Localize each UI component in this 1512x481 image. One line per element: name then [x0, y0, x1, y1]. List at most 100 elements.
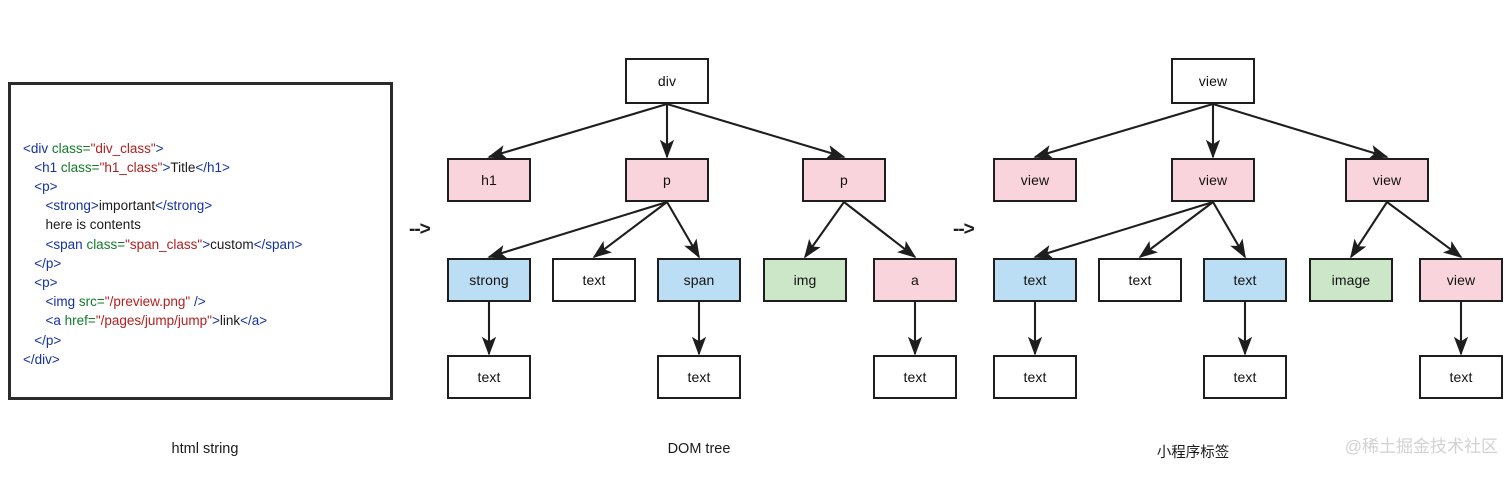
- mp-node-image: image: [1309, 258, 1393, 302]
- code-line: <span class="span_class">custom</span>: [23, 235, 303, 254]
- code-token-value: "/preview.png": [104, 294, 191, 310]
- code-token-text: here is contents: [45, 217, 141, 233]
- node-label: view: [1020, 172, 1050, 188]
- node-label: img: [793, 272, 817, 288]
- code-token-tag: >: [162, 159, 171, 175]
- code-line: <p>: [23, 177, 302, 196]
- code-token-tag: >: [155, 140, 164, 156]
- code-token-tag: <h1: [34, 159, 61, 175]
- node-label: text: [1449, 369, 1473, 385]
- code-token-tag: </strong>: [155, 198, 213, 214]
- code-token-tag: <img: [45, 294, 79, 310]
- mp-edge: [1212, 102, 1389, 159]
- dom-edge: [804, 201, 845, 259]
- dom-node-p: p: [802, 158, 886, 202]
- dom-node-text: text: [657, 355, 741, 399]
- mp-node-text: text: [1419, 355, 1503, 399]
- code-token-tag: <p>: [34, 274, 58, 290]
- code-line: </p>: [23, 331, 302, 350]
- dom-node-p: p: [625, 158, 709, 202]
- code-token-tag: </p>: [34, 255, 62, 271]
- dom-node-img: img: [763, 258, 847, 302]
- code-token-tag: <p>: [34, 178, 58, 194]
- dom-edge: [487, 200, 668, 259]
- caption-html-string: html string: [171, 441, 239, 457]
- node-label: div: [657, 73, 677, 89]
- code-token-text: link: [219, 313, 241, 329]
- separator-arrow-2: -->: [953, 219, 975, 240]
- code-token-tag: >: [202, 236, 211, 252]
- code-token-text: custom: [210, 236, 254, 252]
- code-token-tag: </span>: [253, 236, 303, 252]
- mp-edge: [1138, 201, 1214, 259]
- dom-edge: [666, 102, 846, 159]
- caption-dom-tree: DOM tree: [667, 441, 731, 457]
- mp-node-text: text: [993, 258, 1077, 302]
- node-label: view: [1198, 73, 1228, 89]
- dom-node-strong: strong: [447, 258, 531, 302]
- code-token-text: Title: [170, 159, 196, 175]
- code-token-text: important: [98, 198, 156, 214]
- code-line: <img src="/preview.png" />: [23, 292, 302, 311]
- code-token-value: "/pages/jump/jump": [95, 313, 212, 329]
- dom-edge: [487, 102, 668, 159]
- node-label: view: [1198, 172, 1228, 188]
- html-string-panel: <div class="div_class"> <h1 class="h1_cl…: [8, 82, 393, 400]
- node-label: p: [840, 172, 848, 188]
- node-label: h1: [481, 172, 497, 188]
- code-token-tag: <div: [23, 140, 52, 156]
- node-label: span: [683, 272, 715, 288]
- node-label: text: [1023, 369, 1047, 385]
- mp-node-text: text: [1098, 258, 1182, 302]
- code-token-tag: </div>: [23, 351, 60, 367]
- code-line: </p>: [23, 254, 302, 273]
- mp-edge: [1350, 201, 1388, 259]
- dom-edge: [592, 201, 668, 259]
- code-token-tag: </h1>: [195, 159, 230, 175]
- node-label: text: [903, 369, 927, 385]
- node-label: view: [1372, 172, 1402, 188]
- mp-node-text: text: [993, 355, 1077, 399]
- watermark: @稀土掘金技术社区: [1344, 437, 1498, 456]
- code-token-tag: </p>: [34, 332, 62, 348]
- code-token-value: "h1_class": [99, 159, 163, 175]
- code-line: here is contents: [23, 215, 302, 234]
- code-token-value: "span_class": [125, 236, 203, 252]
- node-label: strong: [469, 272, 509, 288]
- code-token-tag: <a: [45, 313, 65, 329]
- caption-miniprogram-tags: 小程序标签: [1156, 445, 1230, 461]
- node-label: p: [663, 172, 671, 188]
- dom-node-div: div: [625, 58, 709, 104]
- node-label: text: [582, 272, 606, 288]
- mp-node-text: text: [1203, 258, 1287, 302]
- node-label: image: [1331, 272, 1371, 288]
- mp-edge: [1033, 200, 1214, 259]
- mp-edge: [1386, 201, 1463, 259]
- mp-node-text: text: [1203, 355, 1287, 399]
- code-line: <p>: [23, 273, 302, 292]
- dom-node-text: text: [447, 355, 531, 399]
- dom-edge: [666, 201, 700, 259]
- code-token-tag: <strong>: [45, 198, 99, 214]
- code-token-attr: href=: [64, 313, 96, 329]
- code-token-attr: class=: [60, 159, 100, 175]
- mp-node-view: view: [1345, 158, 1429, 202]
- mp-node-view: view: [993, 158, 1077, 202]
- code-line: <a href="/pages/jump/jump">link</a>: [23, 311, 302, 330]
- code-line: <h1 class="h1_class">Title</h1>: [23, 158, 302, 177]
- code-token-attr: class=: [86, 236, 126, 252]
- dom-node-text: text: [552, 258, 636, 302]
- mp-node-view: view: [1171, 158, 1255, 202]
- dom-node-h1: h1: [447, 158, 531, 202]
- mp-edge: [1212, 201, 1246, 259]
- node-label: text: [687, 369, 711, 385]
- code-token-tag: </a>: [240, 313, 268, 329]
- dom-node-text: text: [873, 355, 957, 399]
- code-token-attr: src=: [78, 294, 105, 310]
- code-line: <div class="div_class">: [23, 139, 302, 158]
- node-label: text: [1233, 369, 1257, 385]
- code-line: </div>: [23, 350, 302, 369]
- node-label: text: [1233, 272, 1257, 288]
- dom-node-a: a: [873, 258, 957, 302]
